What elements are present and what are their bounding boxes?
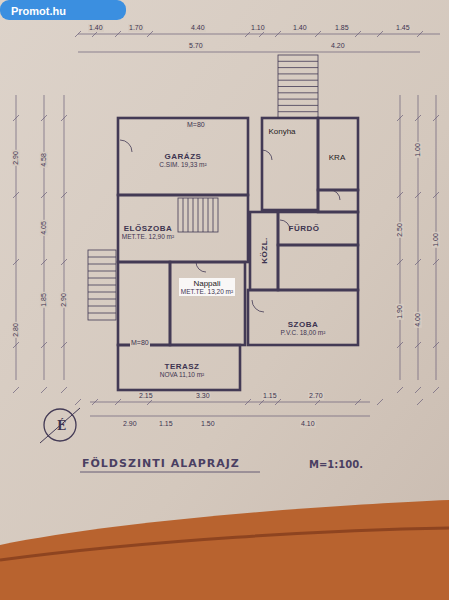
dimension-lines	[13, 31, 440, 416]
room-name: Nappali	[181, 279, 233, 288]
floor-area: P.V.C. 18,00 m²	[281, 329, 326, 336]
watermark-badge	[0, 0, 126, 20]
dimension: 1.00	[432, 232, 440, 248]
room-name: TERASZ	[160, 362, 205, 371]
dimension: 2.90	[122, 420, 138, 428]
floor-area: C.SIM. 19,33 m²	[159, 161, 206, 168]
room-label: KÖZL.	[259, 235, 270, 266]
dimension: 2.50	[396, 222, 404, 238]
dimension: 1.85	[334, 24, 350, 32]
dimension: 1.85	[40, 292, 48, 308]
dimension: 2.90	[12, 150, 20, 166]
north-arrow	[40, 408, 80, 443]
room-label: FÜRDŐ	[287, 223, 322, 234]
room-label: NappaliMET.TE. 13,20 m²	[179, 278, 235, 296]
dimension: 1.70	[128, 24, 144, 32]
floor-area: NOVA 11,10 m²	[160, 371, 205, 378]
room-name: SZOBA	[281, 320, 326, 329]
floor-area: MET.TE. 12,90 m²	[122, 233, 174, 240]
walls	[118, 118, 358, 390]
dimension: 1.50	[200, 420, 216, 428]
scale-note: M=1:100.	[308, 459, 364, 471]
lintel-note: M=80	[186, 121, 206, 129]
lintel-note: M=80	[130, 339, 150, 347]
dimension: 2.15	[138, 392, 154, 400]
dimension: 1.40	[292, 24, 308, 32]
dimension: 1.15	[262, 392, 278, 400]
title-underline	[80, 472, 260, 473]
room-label: ELŐSZOBAMET.TE. 12,90 m²	[120, 223, 176, 241]
stairs	[88, 55, 318, 320]
room-label: TERASZNOVA 11,10 m²	[158, 361, 207, 379]
table-edge	[0, 528, 449, 560]
dimension: 4.20	[330, 42, 346, 50]
floor-area: MET.TE. 13,20 m²	[181, 288, 233, 295]
watermark: Promot.hu	[10, 5, 67, 17]
room-name: KRA	[329, 153, 345, 162]
dimension: 2.90	[60, 292, 68, 308]
north-letter: É	[56, 420, 67, 432]
room-name: FÜRDŐ	[289, 224, 320, 233]
dimension: 1.10	[250, 24, 266, 32]
plan-title: FÖLDSZINTI ALAPRAJZ	[82, 457, 240, 470]
room-name: GARÁZS	[159, 152, 206, 161]
dimension: 5.70	[188, 42, 204, 50]
room-name: ELŐSZOBA	[122, 224, 174, 233]
dimension: 1.15	[158, 420, 174, 428]
table	[0, 500, 449, 600]
room-label: Konyha	[266, 126, 297, 137]
room-name: Konyha	[268, 127, 295, 136]
dimension: 1.45	[395, 24, 411, 32]
dimension: 4.40	[190, 24, 206, 32]
room-label: KRA	[327, 152, 347, 163]
room-label: GARÁZSC.SIM. 19,33 m²	[157, 151, 208, 169]
dimension: 2.80	[12, 322, 20, 338]
dimension: 4.10	[300, 420, 316, 428]
doors	[120, 140, 340, 312]
dimension: 2.70	[308, 392, 324, 400]
room-name: KÖZL.	[260, 237, 269, 264]
dimension: 4.58	[40, 152, 48, 168]
dimension: 1.00	[414, 142, 422, 158]
room-label: SZOBAP.V.C. 18,00 m²	[279, 319, 328, 337]
dimension: 1.90	[396, 304, 404, 320]
north-mark	[44, 409, 76, 441]
dimension: 4.00	[414, 312, 422, 328]
dimension: 3.30	[195, 392, 211, 400]
dimension: 4.05	[40, 220, 48, 236]
dimension: 1.40	[88, 24, 104, 32]
